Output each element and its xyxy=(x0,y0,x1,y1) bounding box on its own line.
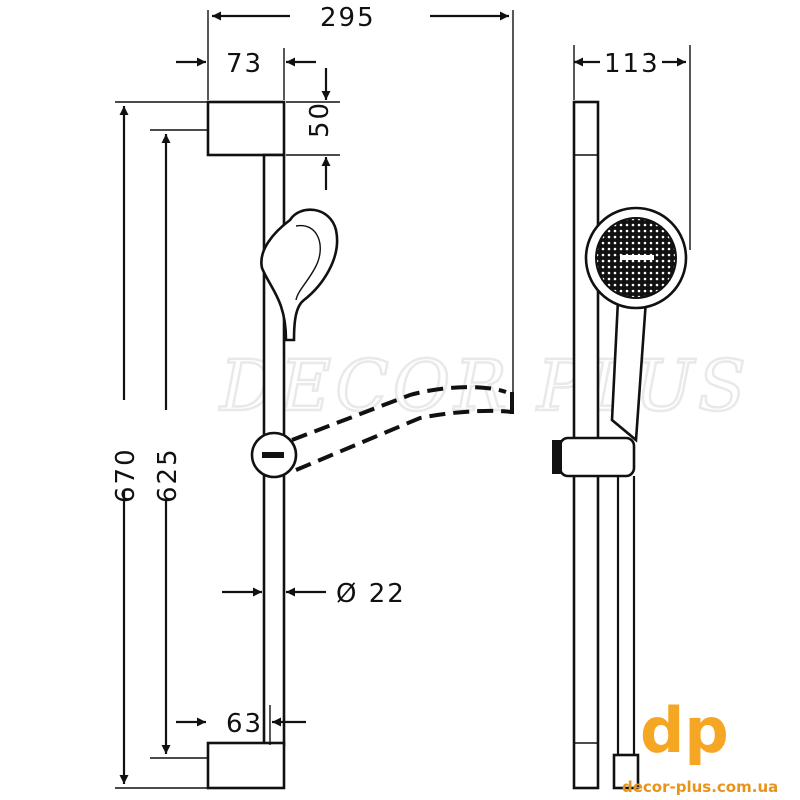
slider-slot xyxy=(262,452,284,458)
dim-625-label: 625 xyxy=(153,447,183,503)
shower-arm-dashed-top xyxy=(291,385,507,442)
logo-url: decor-plus.com.ua xyxy=(622,778,778,796)
logo-mark: dp xyxy=(640,694,729,767)
shower-head-brand-strip xyxy=(620,255,654,260)
brand-logo: dp decor-plus.com.ua xyxy=(622,694,778,796)
dim-50-label: 50 xyxy=(305,101,335,138)
dim-113-label: 113 xyxy=(604,49,660,79)
dim-63-label: 63 xyxy=(226,709,263,739)
side-slider-knob xyxy=(552,440,562,474)
dim-diameter-label: Ø 22 xyxy=(336,579,406,609)
hand-shower-front-face xyxy=(295,224,321,301)
shower-arm-dashed-bottom xyxy=(295,408,513,472)
hose-connector xyxy=(612,753,640,790)
dim-73-label: 73 xyxy=(226,49,263,79)
top-wall-bracket xyxy=(206,100,286,157)
side-view: 113 xyxy=(552,45,691,790)
side-slider xyxy=(558,436,636,478)
dim-295-label: 295 xyxy=(320,3,376,33)
front-view: 295 73 50 670 625 Ø 22 xyxy=(111,3,514,790)
bottom-wall-bracket xyxy=(206,741,286,790)
hand-shower-front xyxy=(260,208,339,342)
dim-670-label: 670 xyxy=(111,447,141,503)
